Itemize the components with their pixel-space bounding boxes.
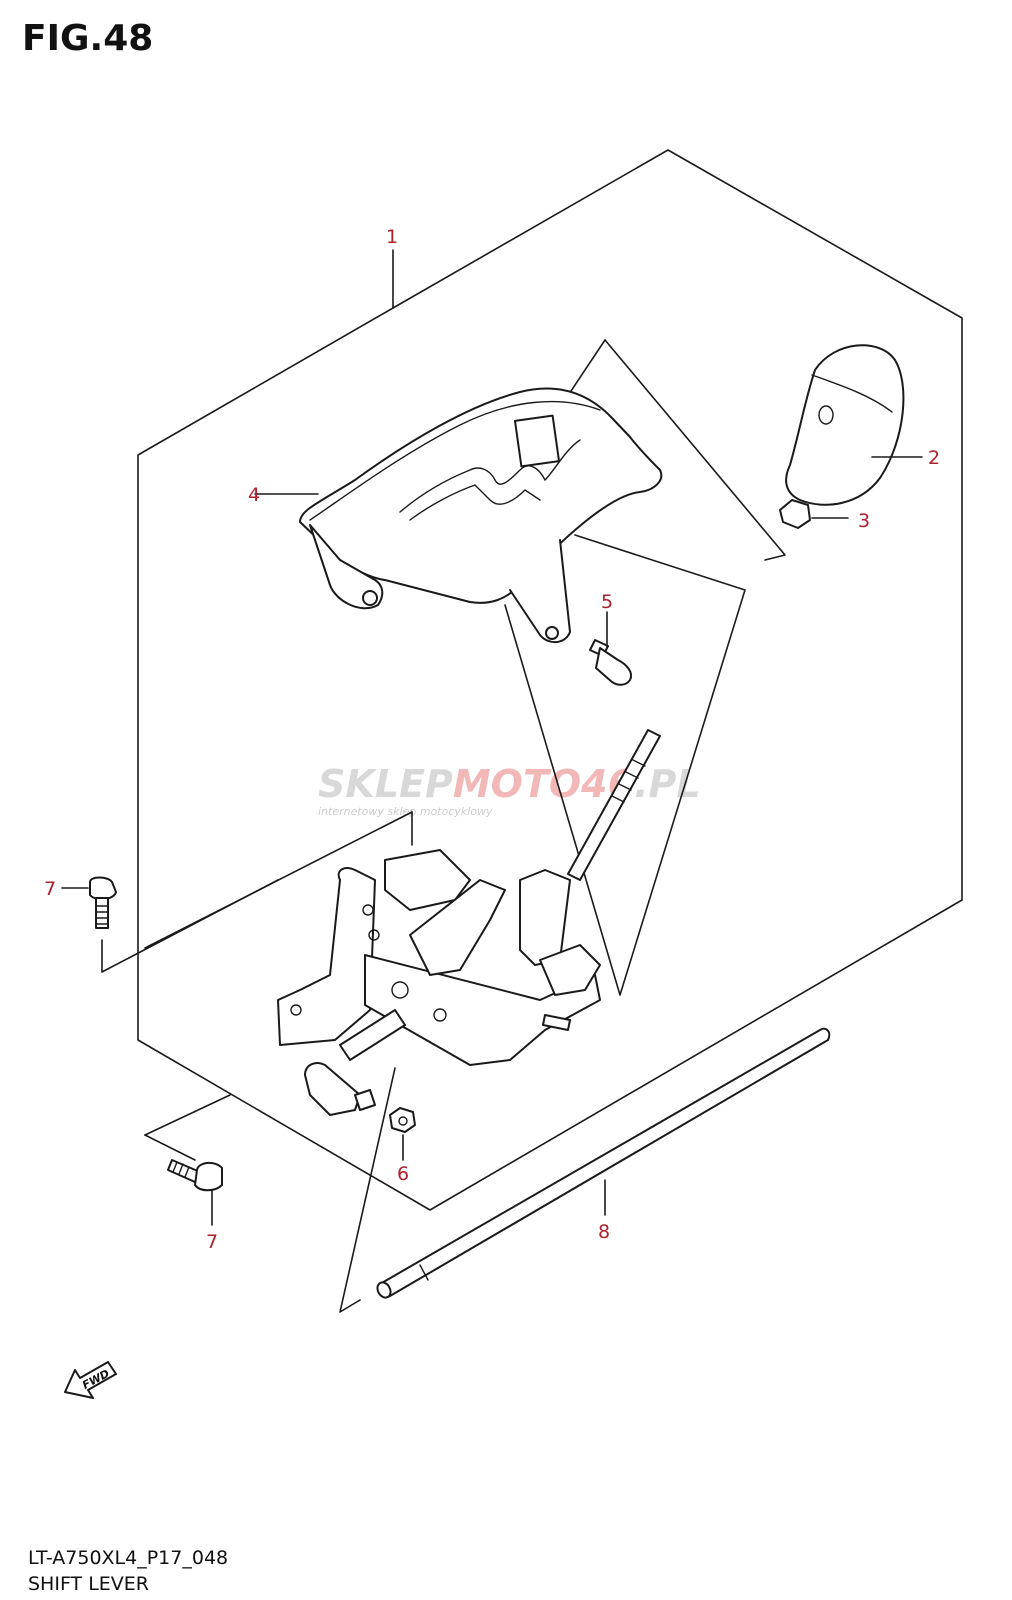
shift-rod [567,729,661,881]
knob-part [785,344,923,506]
reference-lines [101,339,786,1313]
watermark-red: MOTO46 [453,762,634,806]
bolt-7-lower-part [167,1159,223,1226]
watermark-subtitle: internetowy sklep motocyklowy [318,805,493,818]
callout-6: 6 [397,1163,409,1185]
model-code: LT-A750XL4_P17_048 [28,1547,229,1569]
bolt-5-part [589,611,632,686]
figure-name: SHIFT LEVER [28,1573,149,1595]
rod-8-part [376,1027,831,1299]
figure-title: FIG.48 [22,18,154,59]
nut-6-part [389,1107,416,1161]
watermark-gray: SKLEP [318,762,453,806]
watermark: SKLEPMOTO46.PL internetowy sklep motocyk… [318,762,701,818]
callout-1: 1 [386,226,398,248]
knob-nut-part [779,499,849,529]
cover-part [254,387,663,644]
callout-2: 2 [928,447,940,469]
assembly-outline [137,149,963,1211]
callout-7-lower: 7 [206,1231,218,1253]
bolt-7-left-part [61,876,117,929]
callout-3: 3 [858,510,870,532]
callout-7-left: 7 [44,878,56,900]
callouts: 1 2 3 4 5 6 7 7 8 [44,226,940,1253]
fwd-arrow-icon: FWD [64,1361,117,1399]
callout-4: 4 [248,484,260,506]
callout-5: 5 [601,591,613,613]
callout-8: 8 [598,1221,610,1243]
svg-text:SKLEPMOTO46.PL: SKLEPMOTO46.PL [318,762,701,806]
shift-mechanism [277,849,601,1116]
